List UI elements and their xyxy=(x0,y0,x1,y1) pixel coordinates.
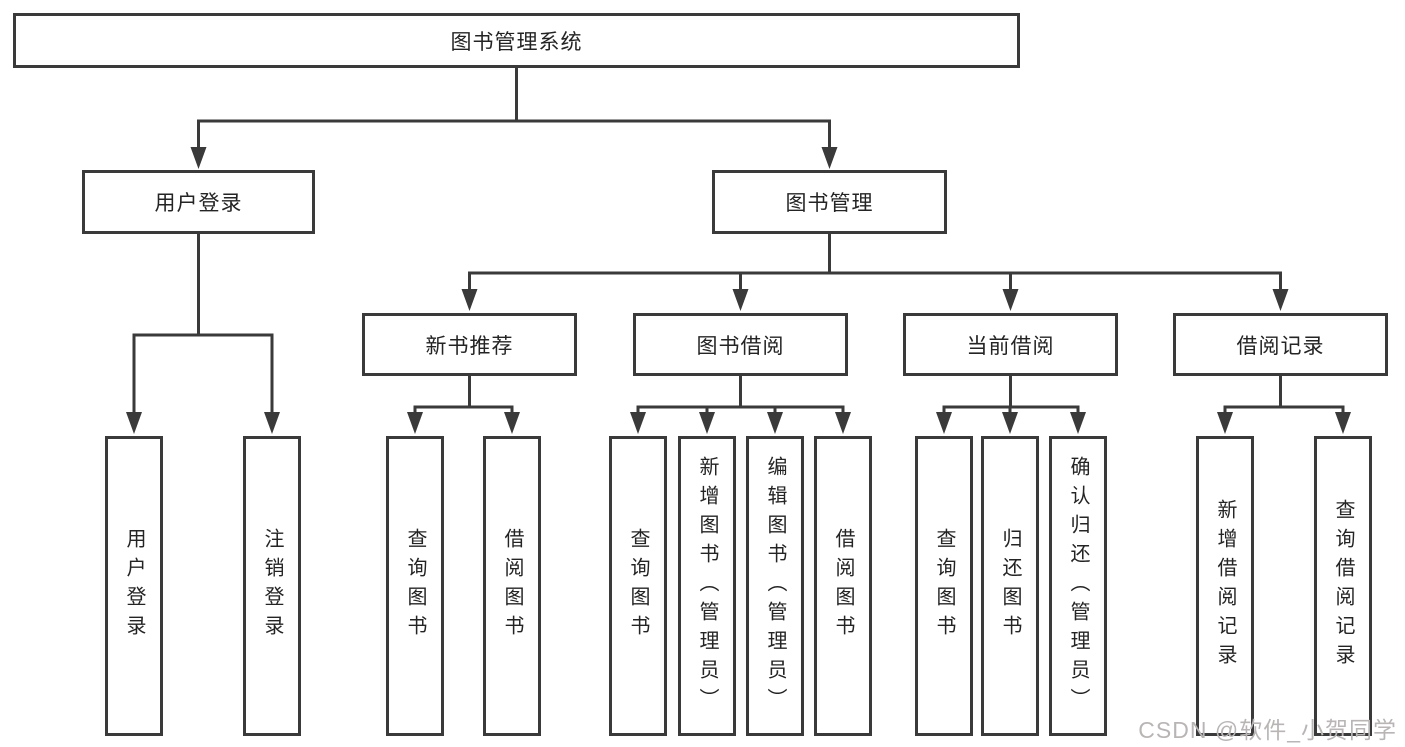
node-book-management: 图书管理 xyxy=(712,170,947,234)
leaf-logout: 注销登录 xyxy=(243,436,301,736)
node-book-management-label: 图书管理 xyxy=(785,192,874,215)
leaf-borrow-book-1-label: 借阅图书 xyxy=(501,528,523,644)
node-new-book-recommend-label: 新书推荐 xyxy=(425,334,514,358)
leaf-query-book-1-label: 查询图书 xyxy=(404,528,426,644)
leaf-confirm-return-admin-label: 确认归还（管理员） xyxy=(1067,455,1089,717)
node-borrow-records-label: 借阅记录 xyxy=(1236,334,1325,358)
leaf-borrow-book-1: 借阅图书 xyxy=(483,436,541,736)
leaf-query-book-2-label: 查询图书 xyxy=(627,528,649,644)
leaf-add-book-admin: 新增图书（管理员） xyxy=(678,436,736,736)
node-borrow-records: 借阅记录 xyxy=(1173,313,1388,376)
node-book-borrow: 图书借阅 xyxy=(633,313,848,376)
node-root-label: 图书管理系统 xyxy=(450,30,583,54)
leaf-logout-label: 注销登录 xyxy=(261,528,283,644)
leaf-query-book-3: 查询图书 xyxy=(915,436,973,736)
node-user-login: 用户登录 xyxy=(82,170,315,234)
leaf-edit-book-admin-label: 编辑图书（管理员） xyxy=(764,455,786,717)
node-new-book-recommend: 新书推荐 xyxy=(362,313,577,376)
node-root: 图书管理系统 xyxy=(13,13,1020,68)
leaf-add-book-admin-label: 新增图书（管理员） xyxy=(696,455,718,717)
leaf-user-login: 用户登录 xyxy=(105,436,163,736)
leaf-user-login-label: 用户登录 xyxy=(123,528,145,644)
node-book-borrow-label: 图书借阅 xyxy=(696,334,785,358)
leaf-return-book-label: 归还图书 xyxy=(999,528,1021,644)
leaf-query-borrow-record: 查询借阅记录 xyxy=(1314,436,1372,736)
leaf-edit-book-admin: 编辑图书（管理员） xyxy=(746,436,804,736)
leaf-add-borrow-record-label: 新增借阅记录 xyxy=(1214,499,1236,673)
leaf-query-book-2: 查询图书 xyxy=(609,436,667,736)
leaf-query-book-1: 查询图书 xyxy=(386,436,444,736)
leaf-borrow-book-2-label: 借阅图书 xyxy=(832,528,854,644)
node-current-borrow: 当前借阅 xyxy=(903,313,1118,376)
leaf-query-borrow-record-label: 查询借阅记录 xyxy=(1332,499,1354,673)
leaf-borrow-book-2: 借阅图书 xyxy=(814,436,872,736)
leaf-add-borrow-record: 新增借阅记录 xyxy=(1196,436,1254,736)
arrowheads xyxy=(126,147,1351,434)
leaf-return-book: 归还图书 xyxy=(981,436,1039,736)
node-user-login-label: 用户登录 xyxy=(154,192,243,215)
csdn-watermark: CSDN @软件_小贺同学 xyxy=(1138,717,1397,743)
leaf-query-book-3-label: 查询图书 xyxy=(933,528,955,644)
node-current-borrow-label: 当前借阅 xyxy=(966,334,1055,358)
leaf-confirm-return-admin: 确认归还（管理员） xyxy=(1049,436,1107,736)
